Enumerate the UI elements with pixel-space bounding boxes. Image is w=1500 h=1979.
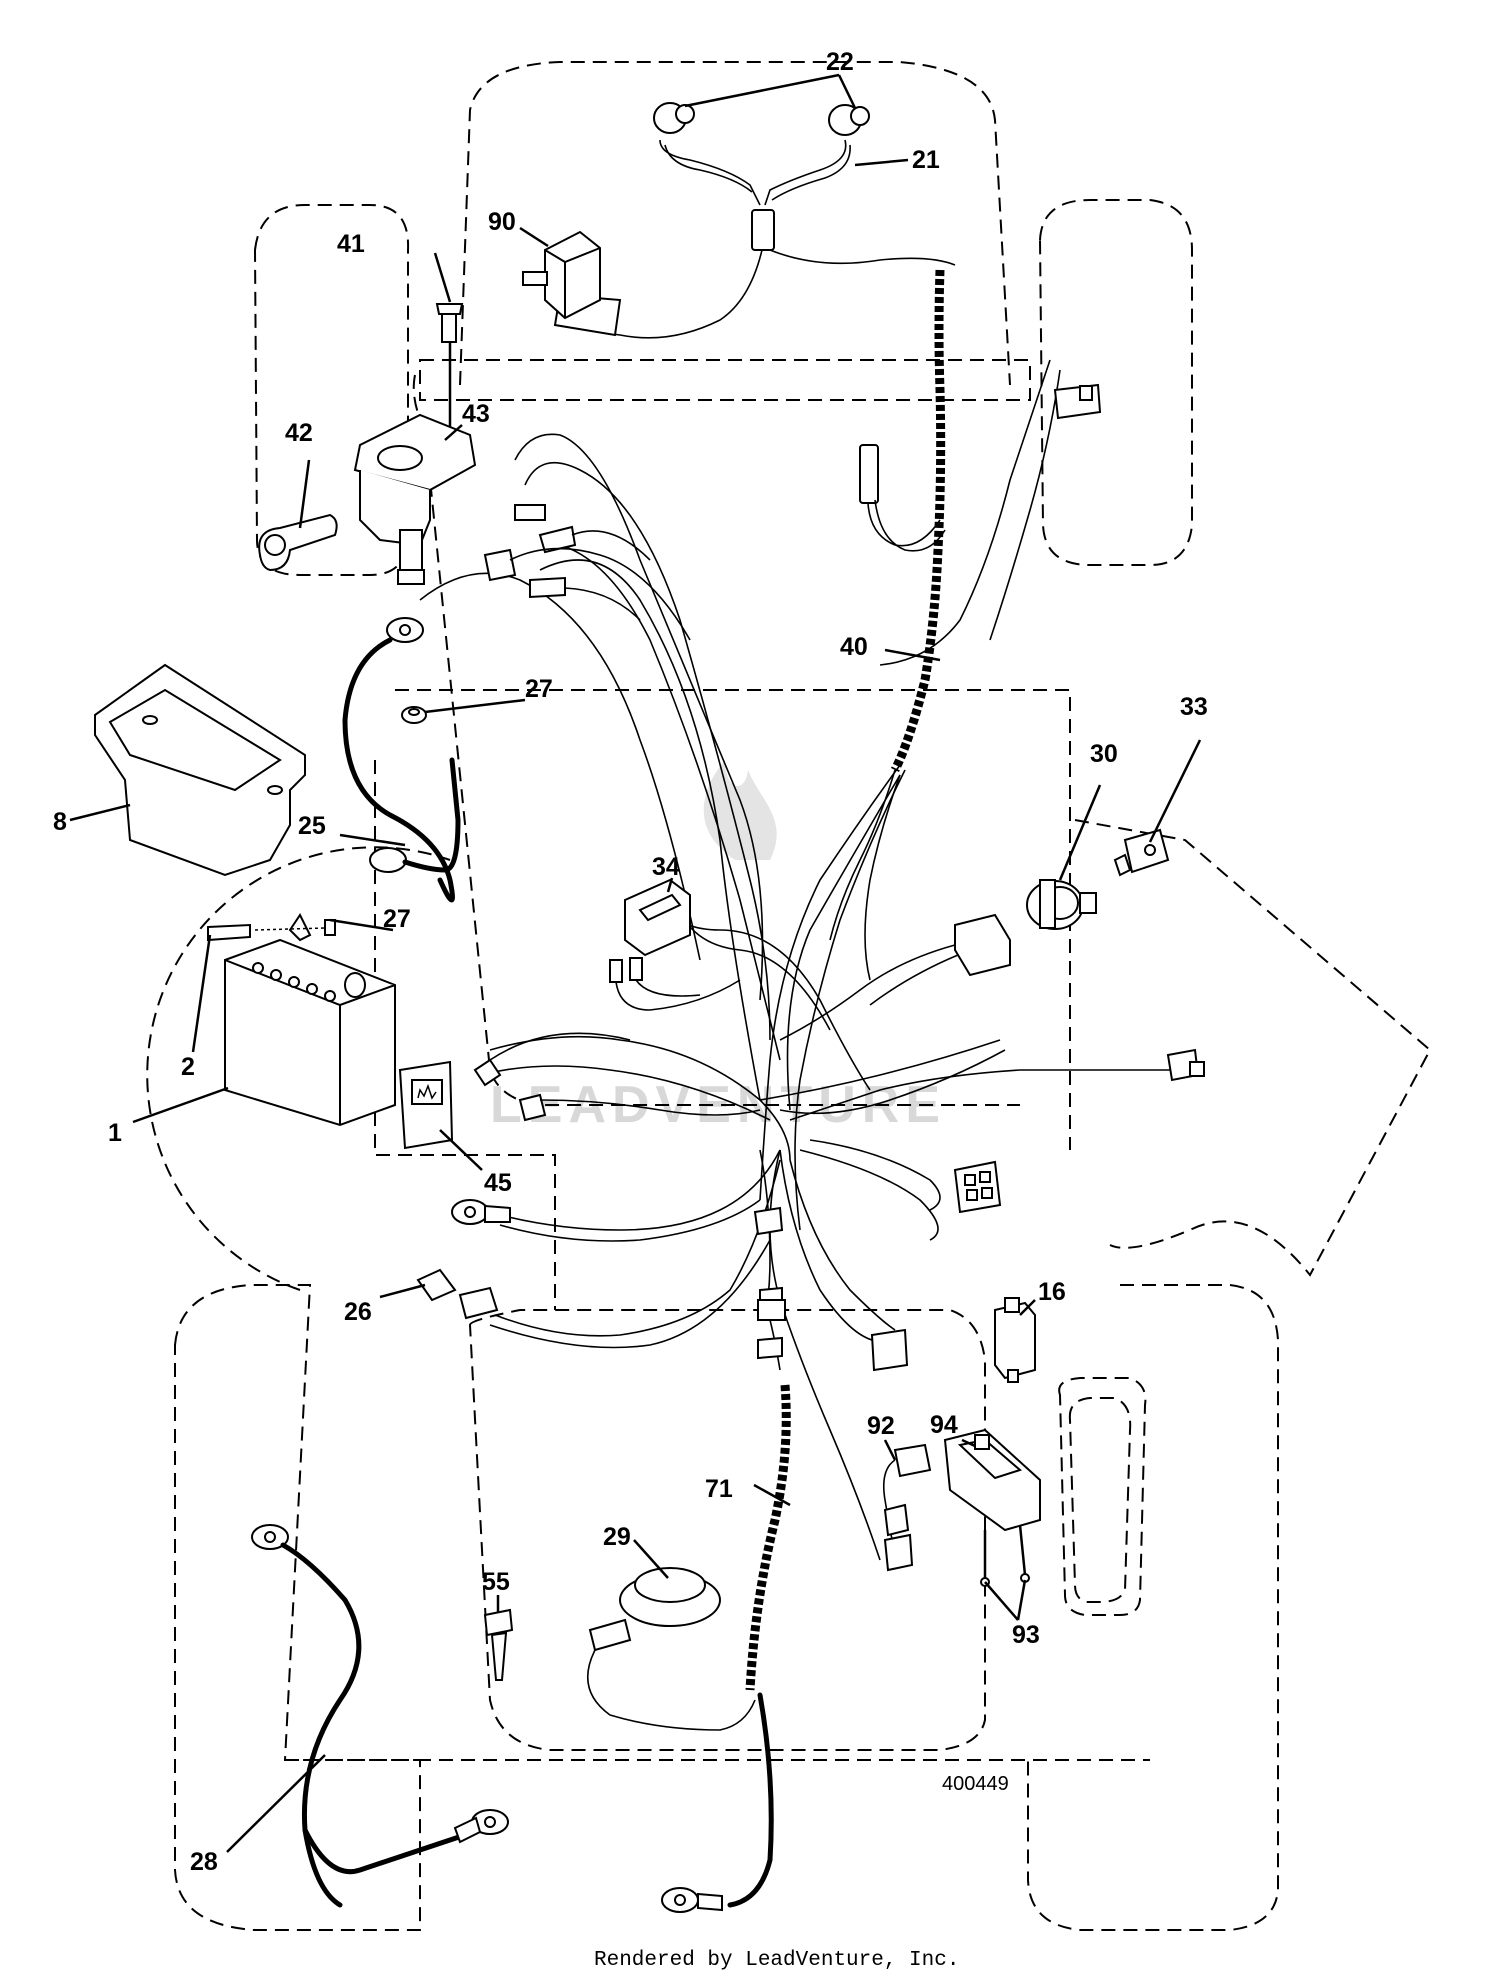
watermark: LEADVENTURE xyxy=(490,760,940,1134)
rear-left-outline xyxy=(174,1284,421,1931)
part-55-bolt xyxy=(483,1608,514,1681)
label-part-33: 33 xyxy=(1180,693,1208,721)
part-30-pressure-switch xyxy=(1026,879,1097,930)
dash-outline xyxy=(419,359,1031,401)
part-33-key xyxy=(1113,828,1170,877)
part-92-connector xyxy=(882,1443,932,1572)
label-part-28: 28 xyxy=(190,1848,218,1876)
seat-lower-outline xyxy=(468,1309,986,1751)
label-part-1: 1 xyxy=(108,1119,122,1147)
right-panel-outline xyxy=(1038,199,1193,566)
label-part-29: 29 xyxy=(603,1523,631,1551)
label-part-21: 21 xyxy=(912,146,940,174)
part-42-key xyxy=(258,513,338,572)
label-part-40: 40 xyxy=(840,633,868,661)
leader-lines xyxy=(69,73,1202,1853)
rear-right-outline xyxy=(1027,1284,1279,1931)
shift-outline xyxy=(1058,1377,1147,1616)
part-28-ground-cable xyxy=(251,1524,509,1908)
battery-tray-outline xyxy=(374,760,556,1310)
part-16-relay xyxy=(994,1297,1036,1383)
label-part-27-lower: 27 xyxy=(383,905,411,933)
part-40-coiled-harness xyxy=(829,269,946,981)
label-part-8: 8 xyxy=(53,808,67,836)
ignition-terminals xyxy=(483,504,691,641)
label-part-16: 16 xyxy=(1038,1278,1066,1306)
label-part-30: 30 xyxy=(1090,740,1118,768)
part-labels: 22 21 90 41 43 42 40 27 8 25 34 30 33 27… xyxy=(53,48,1208,1876)
left-panel-outline xyxy=(253,204,410,576)
label-part-71: 71 xyxy=(705,1475,733,1503)
harness-wires xyxy=(419,359,1170,1561)
label-part-92: 92 xyxy=(867,1412,895,1440)
label-part-42: 42 xyxy=(285,419,313,447)
label-part-34: 34 xyxy=(652,853,680,881)
label-part-90: 90 xyxy=(488,208,516,236)
right-connectors xyxy=(753,1048,1205,1372)
part-1-battery xyxy=(207,913,396,1127)
shift-slot-outline xyxy=(1068,1397,1132,1603)
chassis-outline xyxy=(146,61,1432,1931)
label-part-2: 2 xyxy=(181,1053,195,1081)
seat-right-outline xyxy=(1074,819,1432,1277)
watermark-flame-icon xyxy=(703,760,777,860)
hood-connectors xyxy=(859,383,1102,552)
mid-connector xyxy=(779,913,1011,1041)
part-8-battery-box xyxy=(94,663,306,877)
part-29-horn xyxy=(586,1567,756,1731)
label-part-41: 41 xyxy=(337,230,365,258)
label-part-22: 22 xyxy=(826,48,854,76)
diagram-reference-number: 400449 xyxy=(942,1773,1009,1795)
label-part-45: 45 xyxy=(484,1169,512,1197)
part-94-switch xyxy=(943,1428,1041,1587)
footer-credit: Rendered by LeadVenture, Inc. xyxy=(594,1949,959,1972)
console-outline xyxy=(412,374,1020,1106)
part-25-battery-cable xyxy=(342,617,461,903)
headlight-harness xyxy=(553,102,956,339)
part-45-module xyxy=(398,1060,454,1150)
label-part-26: 26 xyxy=(344,1298,372,1326)
label-part-43: 43 xyxy=(462,400,490,428)
label-part-55: 55 xyxy=(482,1568,510,1596)
label-part-25: 25 xyxy=(298,812,326,840)
label-part-93: 93 xyxy=(1012,1621,1040,1649)
battery-circle-outline xyxy=(146,846,451,1291)
label-part-94: 94 xyxy=(930,1411,958,1439)
ignition-switch-assembly xyxy=(258,303,477,585)
hood-outline xyxy=(459,61,1011,386)
part-90-relay xyxy=(522,230,601,320)
part-27-nut xyxy=(401,706,427,724)
label-part-27-upper: 27 xyxy=(525,675,553,703)
lower-left-terminals xyxy=(416,1032,761,1320)
part-34-switch xyxy=(609,878,741,1011)
part-71-coiled-cable xyxy=(661,1299,791,1913)
